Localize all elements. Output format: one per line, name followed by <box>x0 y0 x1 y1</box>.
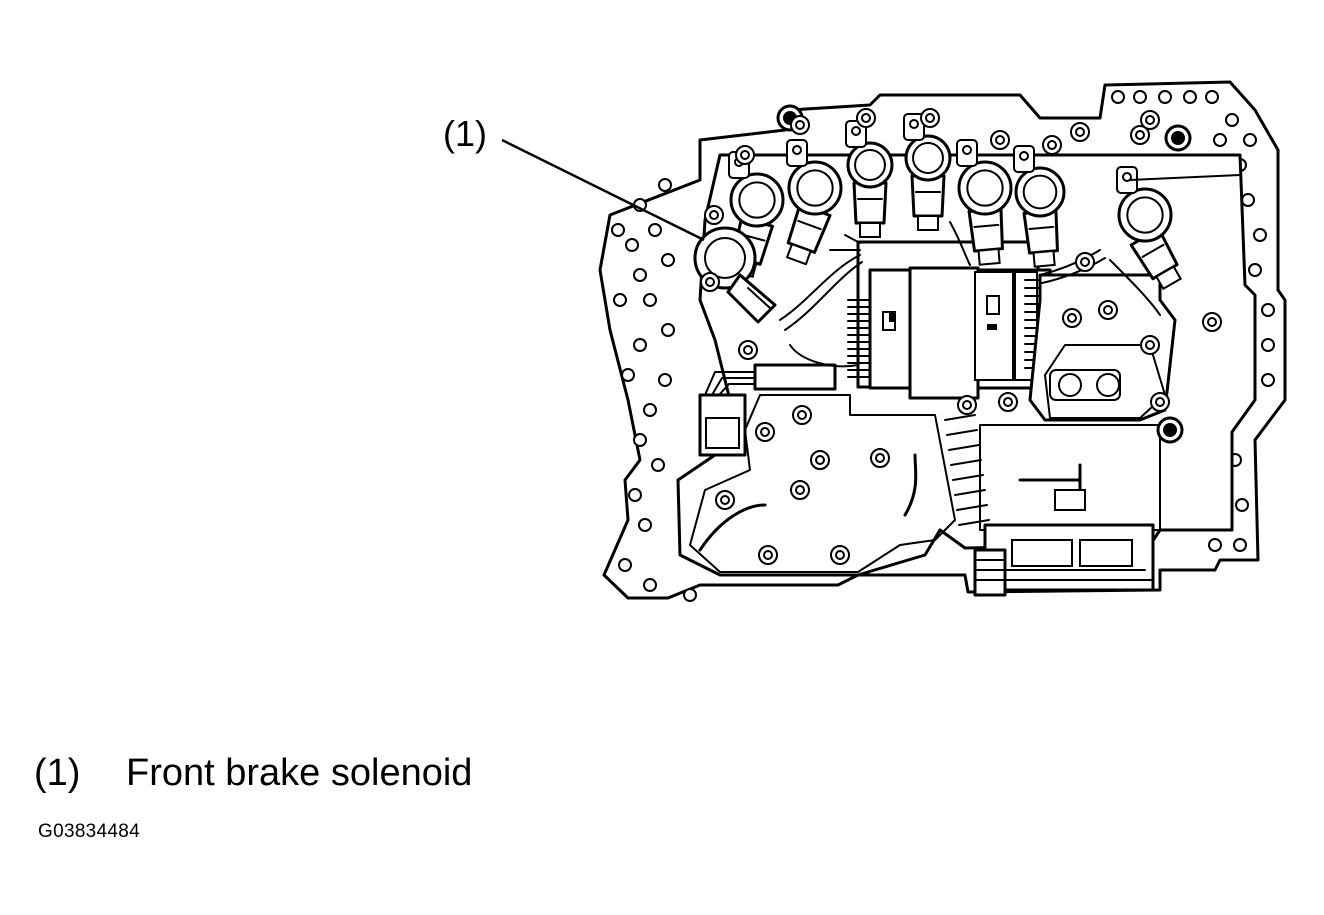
plate-hole <box>1205 90 1219 104</box>
plate-hole <box>1183 90 1197 104</box>
heavy-bolt <box>1171 131 1185 145</box>
plate-hole <box>1253 228 1267 242</box>
solenoid-valve <box>785 139 843 266</box>
plate-hole <box>633 338 647 352</box>
legend-number: (1) <box>34 752 81 794</box>
plate-hole <box>651 458 665 472</box>
detent-area <box>979 424 1161 531</box>
terminal-connector <box>973 523 1155 597</box>
check-ball <box>1058 373 1082 397</box>
plate-hole <box>1235 498 1249 512</box>
figure-id: G03834484 <box>38 821 141 842</box>
plate-hole <box>643 403 657 417</box>
solenoid-group <box>728 113 1183 291</box>
plate-hole <box>1261 338 1275 352</box>
callout-label: (1) <box>443 113 487 154</box>
plate-hole <box>1208 538 1222 552</box>
plate-hole <box>633 268 647 282</box>
plate-hole <box>661 323 675 337</box>
plate-hole <box>613 293 627 307</box>
plate-hole <box>611 223 625 237</box>
harness-connector <box>847 240 1052 526</box>
bolt-group <box>700 108 1222 565</box>
legend-item: (1) Front brake solenoid <box>34 751 472 795</box>
left-connector <box>698 363 837 457</box>
solenoid-valve <box>1013 145 1066 268</box>
plate-hole <box>1133 90 1147 104</box>
plate-hole <box>621 368 635 382</box>
plate-hole <box>683 588 697 602</box>
solenoid-valve <box>845 120 894 238</box>
plate-hole <box>643 293 657 307</box>
plate-hole <box>1261 303 1275 317</box>
plate-hole <box>1225 113 1239 127</box>
plate-hole <box>1233 538 1247 552</box>
manual-valve-stub <box>1054 489 1086 511</box>
plate-hole <box>643 578 657 592</box>
plate-hole <box>633 433 647 447</box>
plate-hole <box>648 223 662 237</box>
plate-hole <box>1158 90 1172 104</box>
plate-hole <box>1241 193 1255 207</box>
legend-text: Front brake solenoid <box>126 752 473 794</box>
casting-slot-2 <box>903 453 918 517</box>
plate-hole <box>1243 133 1257 147</box>
plate-hole <box>1261 373 1275 387</box>
solenoid-valve <box>956 139 1013 266</box>
heavy-bolt <box>1163 423 1177 437</box>
check-ball <box>1096 373 1120 397</box>
plate-hole <box>1248 263 1262 277</box>
solenoid-valve <box>1116 166 1183 291</box>
wiring-tubes <box>779 174 1241 368</box>
plate-hole <box>661 253 675 267</box>
casting-slot <box>698 503 767 552</box>
plate-hole <box>658 373 672 387</box>
plate-hole <box>628 488 642 502</box>
lower-casting <box>689 394 956 573</box>
plate-hole <box>638 518 652 532</box>
plate-hole <box>618 558 632 572</box>
plate-hole <box>658 178 672 192</box>
plate-hole <box>1213 133 1227 147</box>
plate-hole <box>625 238 639 252</box>
solenoid-valve <box>728 151 785 278</box>
plate-hole <box>1111 90 1125 104</box>
leader-line <box>501 138 705 242</box>
solenoid-valve <box>903 113 952 231</box>
